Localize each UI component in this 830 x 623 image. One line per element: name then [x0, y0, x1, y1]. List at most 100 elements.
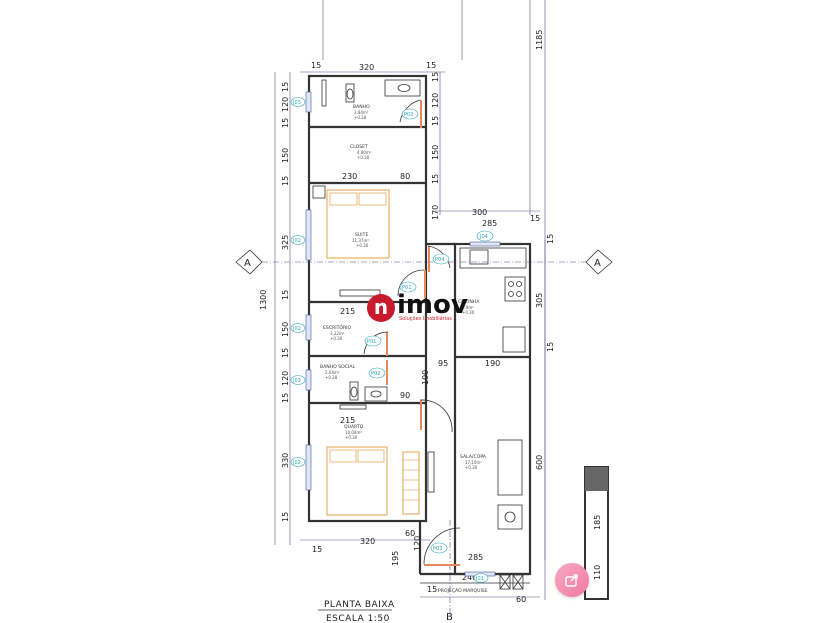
dim-bottom-15: 15 — [312, 545, 322, 554]
dim-190: 190 — [485, 359, 500, 368]
dim-left-15-1: 15 — [281, 82, 290, 92]
imov-logo: n imov Soluções Imobiliárias — [367, 290, 468, 322]
room-escritorio-level: +0.30 — [330, 336, 343, 341]
dim-300: 300 — [472, 208, 487, 217]
dim-1185: 1185 — [535, 30, 544, 50]
dim-215-b: 215 — [340, 416, 355, 425]
tag-j02-c: J02 — [292, 460, 301, 466]
axis-a-left-marker — [235, 249, 263, 275]
room-cozinha-area: 9,9m² — [462, 305, 474, 310]
dim-closet-150: 150 — [281, 148, 290, 163]
room-quarto-name: QUARTO — [344, 424, 364, 430]
door-room — [420, 400, 422, 430]
room-banho-level: +0.28 — [354, 115, 367, 120]
dim-r-15-2: 15 — [431, 116, 440, 126]
dim-bath-120: 120 — [281, 97, 290, 112]
axis-a-right-label: A — [594, 258, 601, 269]
dim-r-15-s: 15 — [546, 342, 555, 352]
dim-285-bottom: 285 — [468, 553, 483, 562]
dim-bath2-120: 120 — [281, 371, 290, 386]
room-sala-copa-level: +0.30 — [465, 465, 478, 470]
window-j04 — [469, 241, 501, 247]
dim-215-a: 215 — [340, 307, 355, 316]
dim-r-170: 170 — [431, 205, 440, 220]
dim-15-top-right: 15 — [530, 214, 540, 223]
logo-letter: n — [373, 294, 389, 319]
dim-60-b: 60 — [516, 595, 526, 604]
room-closet-level: +0.30 — [357, 155, 370, 160]
dim-100: 100 — [421, 370, 430, 385]
room-banho-social-name: BANHO SOCIAL — [320, 364, 355, 370]
dim-600: 600 — [535, 455, 544, 470]
dim-90: 90 — [400, 391, 410, 400]
plan-title: PLANTA BAIXA — [324, 600, 395, 610]
dim-r-150: 150 — [431, 145, 440, 160]
tag-p03: P03 — [433, 546, 442, 552]
tag-p02-a: P02 — [404, 112, 413, 118]
door-p01-a — [424, 270, 426, 298]
window-j02-b — [305, 314, 312, 341]
dim-195: 195 — [391, 551, 400, 566]
door-p04 — [428, 246, 430, 272]
dim-total-1300: 1300 — [259, 290, 268, 310]
room-suite-name: SUITE — [355, 232, 368, 238]
dim-bottom-320: 320 — [360, 537, 375, 546]
dim-80: 80 — [400, 172, 410, 181]
room-suite-level: +0.30 — [356, 243, 369, 248]
tag-j03-b: J03 — [292, 378, 301, 384]
plan-scale: ESCALA 1:50 — [326, 614, 390, 623]
door-p01-b — [386, 332, 388, 356]
dim-left-15-2: 15 — [281, 118, 290, 128]
bed-suite — [326, 189, 390, 259]
axis-a-left-label: A — [244, 258, 251, 269]
axis-b-label: B — [446, 612, 453, 623]
room-banho-name: BANHO — [353, 104, 370, 110]
dim-room-330: 330 — [281, 453, 290, 468]
room-banho-area: 3,84m² — [354, 110, 369, 115]
room-cozinha-name: COZINHA — [458, 299, 480, 305]
window-j02-c — [305, 444, 312, 491]
room-quarto-level: +0.30 — [345, 435, 358, 440]
dim-top-15-right: 15 — [426, 61, 436, 70]
room-sala-copa-area: 17,10m² — [465, 460, 482, 465]
dim-left-15-6: 15 — [281, 393, 290, 403]
tag-j04: J04 — [479, 234, 488, 240]
room-sala-copa-name: SALA/COPA — [460, 454, 487, 460]
dim-185: 185 — [593, 515, 602, 530]
dim-left-15-5: 15 — [281, 348, 290, 358]
dim-r-120: 120 — [431, 93, 440, 108]
dim-285-top: 285 — [482, 219, 497, 228]
window-j03-a — [305, 91, 312, 113]
dim-60-a: 60 — [405, 529, 415, 538]
dim-r-15-k: 15 — [546, 234, 555, 244]
logo-name: imov — [397, 290, 468, 320]
axis-a-right-marker — [585, 249, 613, 275]
tag-j02-a: J02 — [292, 238, 301, 244]
marquise-label: PROJEÇÃO MARQUISE — [438, 587, 488, 594]
room-escritorio-area: 3,22m² — [330, 331, 345, 336]
dim-15-bottom: 15 — [427, 585, 437, 594]
room-closet-name: CLOSET — [350, 144, 368, 150]
share-fab-button[interactable] — [555, 563, 589, 597]
dim-240: 240 — [462, 573, 477, 582]
room-quarto-area: 10,04m² — [345, 430, 362, 435]
logo-subtitle: Soluções Imobiliárias — [399, 316, 452, 322]
share-icon — [565, 574, 578, 587]
window-j03-b — [305, 369, 312, 391]
dim-suite-325: 325 — [281, 235, 290, 250]
tag-j03-a: J03 — [292, 100, 301, 106]
dim-120: 120 — [413, 536, 422, 551]
dim-left-15-7: 15 — [281, 512, 290, 522]
dim-r-15-1: 15 — [431, 72, 440, 82]
tag-p01-a: P01 — [402, 285, 411, 291]
door-p02-b — [386, 360, 388, 385]
dim-95: 95 — [438, 359, 448, 368]
room-banho-social-level: +0.28 — [325, 375, 338, 380]
dim-left-15-4: 15 — [281, 290, 290, 300]
door-p03 — [424, 564, 460, 566]
door-p02-a — [420, 100, 422, 128]
window-j02-a — [305, 209, 312, 261]
dim-230: 230 — [342, 172, 357, 181]
room-suite-area: 11,37m² — [352, 238, 369, 243]
